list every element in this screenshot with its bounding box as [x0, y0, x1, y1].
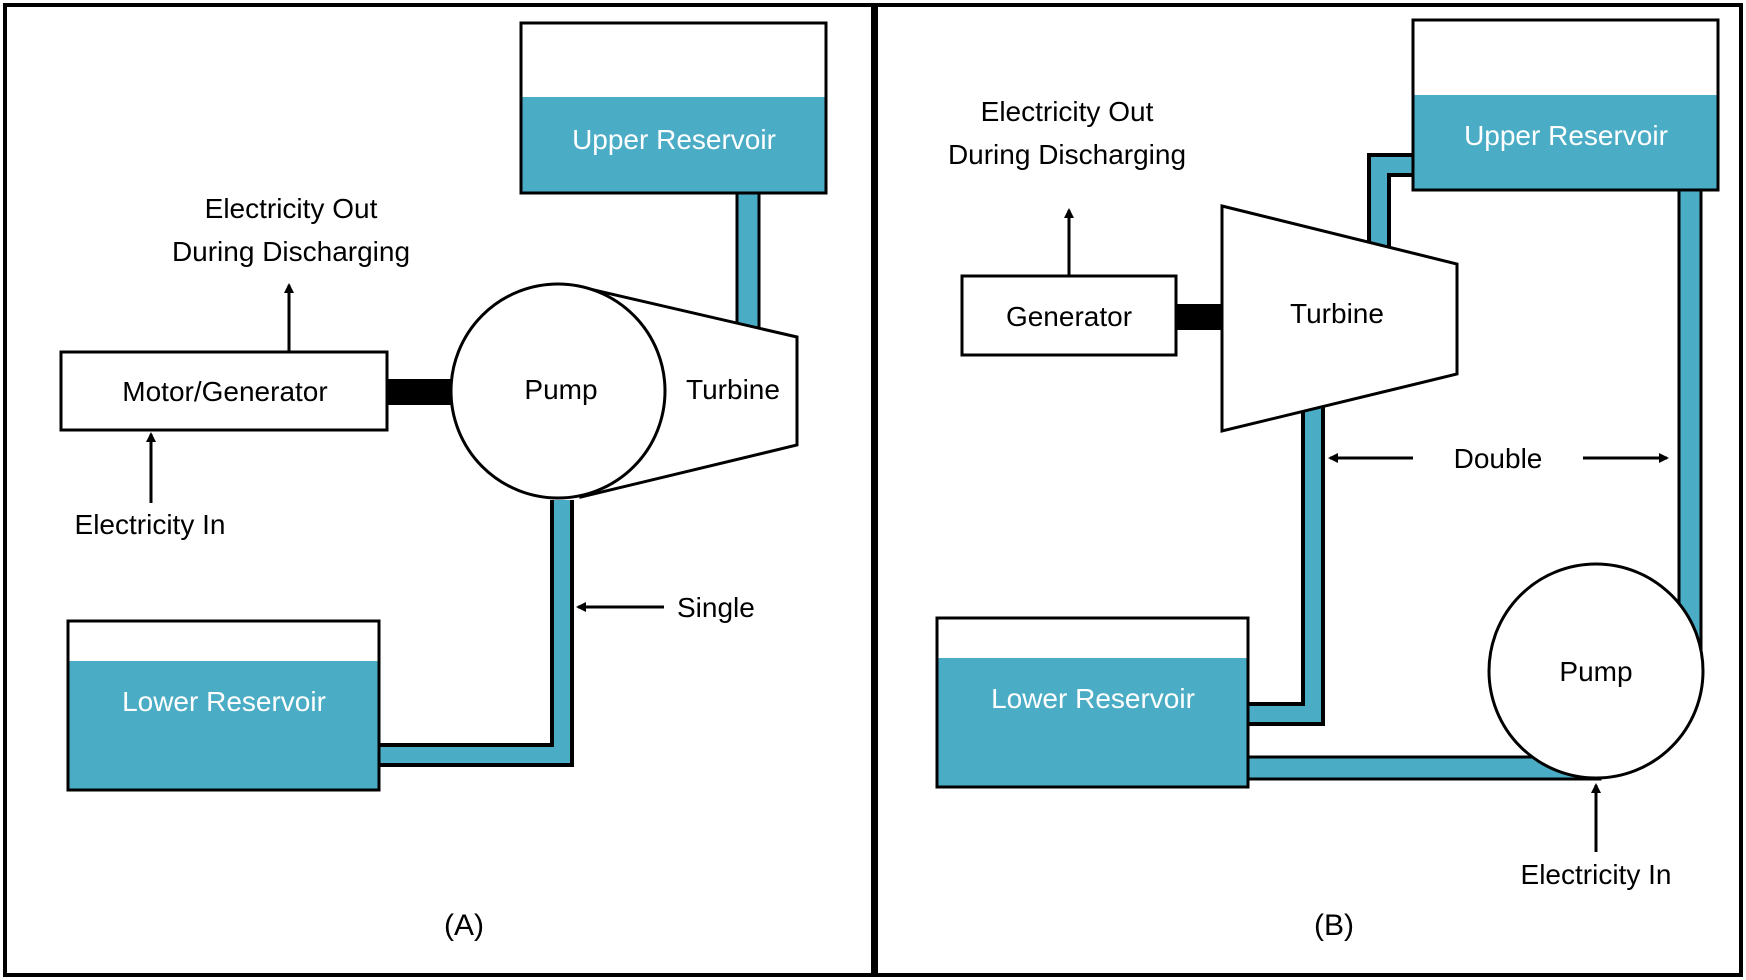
panel-b-electricity-in-label: Electricity In	[1521, 859, 1672, 890]
panel-a-penstock-upper	[735, 190, 761, 334]
panel-b-turbine: Turbine	[1220, 204, 1459, 433]
panel-a-pump-label: Pump	[524, 374, 597, 405]
panel-b-pump: Pump	[1487, 562, 1705, 780]
panel-a-lower-reservoir-label: Lower Reservoir	[122, 686, 326, 717]
panel-b-electricity-out-line2: During Discharging	[948, 139, 1186, 170]
panel-b-generator-label: Generator	[1006, 301, 1132, 332]
panel-b-penstock-turbine-lower-water	[1248, 405, 1321, 722]
panel-a-shaft	[387, 379, 453, 405]
panel-b-penstock-turbine-upper-water	[1371, 157, 1412, 250]
panel-a-turbine-label: Turbine	[686, 374, 780, 405]
panel-a-electricity-out-line2: During Discharging	[172, 236, 410, 267]
panel-b-upper-reservoir: Upper Reservoir	[1411, 18, 1720, 192]
panel-b-upper-reservoir-label: Upper Reservoir	[1464, 120, 1668, 151]
panel-a-motor-generator-label: Motor/Generator	[122, 376, 327, 407]
panel-a-caption: (A)	[444, 909, 484, 942]
panel-b-shaft	[1176, 304, 1222, 330]
panel-a-frame	[3, 3, 875, 977]
panel-a-penstock-lower	[379, 500, 574, 767]
panel-b: Upper Reservoir Lower Reservoir Turbine …	[874, 3, 1743, 977]
panel-b-lower-reservoir: Lower Reservoir	[935, 616, 1250, 789]
panel-a-electricity-out-line1: Electricity Out	[205, 193, 378, 224]
panel-a-electricity-in-label: Electricity In	[75, 509, 226, 540]
panel-a-pump: Pump	[449, 282, 667, 500]
panel-a-upper-reservoir-label: Upper Reservoir	[572, 124, 776, 155]
panel-b-electricity-out-line1: Electricity Out	[981, 96, 1154, 127]
panel-a-upper-reservoir: Upper Reservoir	[519, 21, 828, 195]
panel-b-frame	[874, 3, 1743, 977]
panel-a-penstock-lower-water	[379, 500, 570, 763]
panel-b-generator: Generator	[960, 274, 1178, 357]
panel-a-single-label: Single	[677, 592, 755, 623]
panel-b-lower-reservoir-label: Lower Reservoir	[991, 683, 1195, 714]
panel-a-motor-generator: Motor/Generator	[59, 350, 389, 432]
panel-b-double-label: Double	[1454, 443, 1543, 474]
panel-a: Upper Reservoir Lower Reservoir Turbine …	[3, 3, 875, 977]
panel-a-lower-reservoir: Lower Reservoir	[66, 619, 381, 792]
panel-b-pump-label: Pump	[1559, 656, 1632, 687]
panel-b-penstock-pump	[1677, 188, 1703, 652]
panel-b-penstock-turbine-lower	[1248, 405, 1325, 726]
panel-b-turbine-label: Turbine	[1290, 298, 1384, 329]
panel-b-caption: (B)	[1314, 909, 1354, 942]
